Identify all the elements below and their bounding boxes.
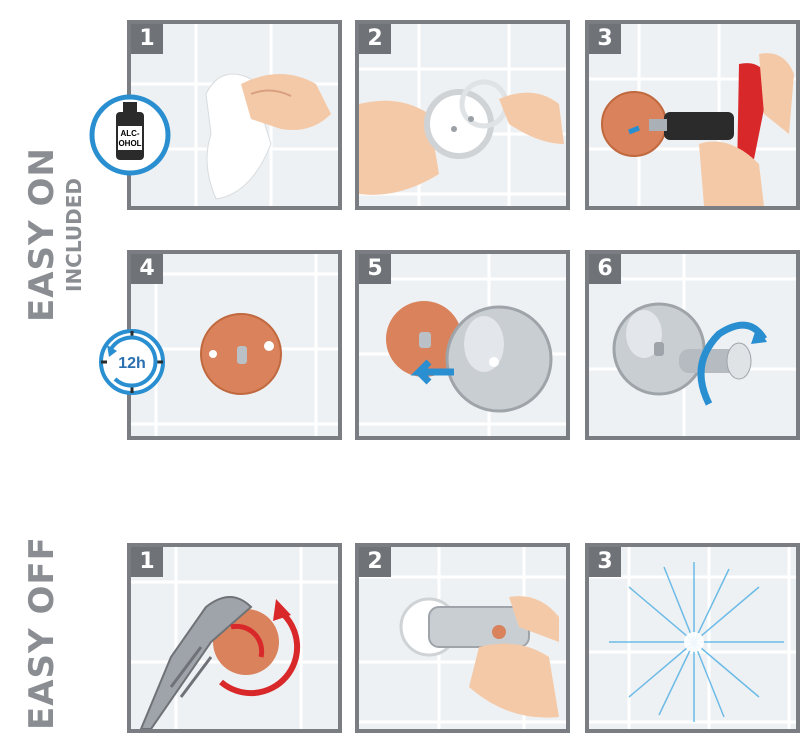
on-step-2-panel: 2 xyxy=(355,20,570,210)
clean-tile-sparkle-illustration xyxy=(589,547,796,729)
easy-on-title: EASY ON xyxy=(22,147,62,322)
alcohol-label-line-1: ALC- xyxy=(120,129,139,138)
step-number: 3 xyxy=(589,24,621,54)
step-number: 2 xyxy=(359,547,391,577)
on-step-5-panel: 5 xyxy=(355,250,570,440)
easy-off-title: EASY OFF xyxy=(22,536,62,730)
step-number: 1 xyxy=(131,547,163,577)
off-step-3-panel: 3 xyxy=(585,543,800,733)
attach-hook-illustration xyxy=(589,254,796,436)
on-step-6-panel: 6 xyxy=(585,250,800,440)
step-number: 3 xyxy=(589,547,621,577)
step-number: 1 xyxy=(131,24,163,54)
step-number: 4 xyxy=(131,254,163,284)
off-step-2-panel: 2 xyxy=(355,543,570,733)
adhesive-ring-illustration xyxy=(359,24,566,206)
screw-tool-illustration xyxy=(589,24,796,206)
step-number: 5 xyxy=(359,254,391,284)
on-step-3-panel: 3 xyxy=(585,20,800,210)
timer-label: 12h xyxy=(118,355,146,372)
wrench-removal-illustration xyxy=(131,547,338,729)
tile-cleaning-illustration xyxy=(131,24,338,206)
included-subtitle: INCLUDED xyxy=(62,178,86,292)
alcohol-bottle-badge: ALC- OHOL xyxy=(89,94,171,176)
attach-base-illustration xyxy=(359,254,566,436)
on-step-4-panel: 4 xyxy=(127,250,342,440)
copper-plate-curing-illustration xyxy=(131,254,338,436)
step-number: 6 xyxy=(589,254,621,284)
alcohol-label-line-2: OHOL xyxy=(118,139,141,148)
step-number: 2 xyxy=(359,24,391,54)
off-step-1-panel: 1 xyxy=(127,543,342,733)
residue-removal-illustration xyxy=(359,547,566,729)
timer-12h-badge: 12h xyxy=(99,329,165,395)
on-step-1-panel: 1 xyxy=(127,20,342,210)
